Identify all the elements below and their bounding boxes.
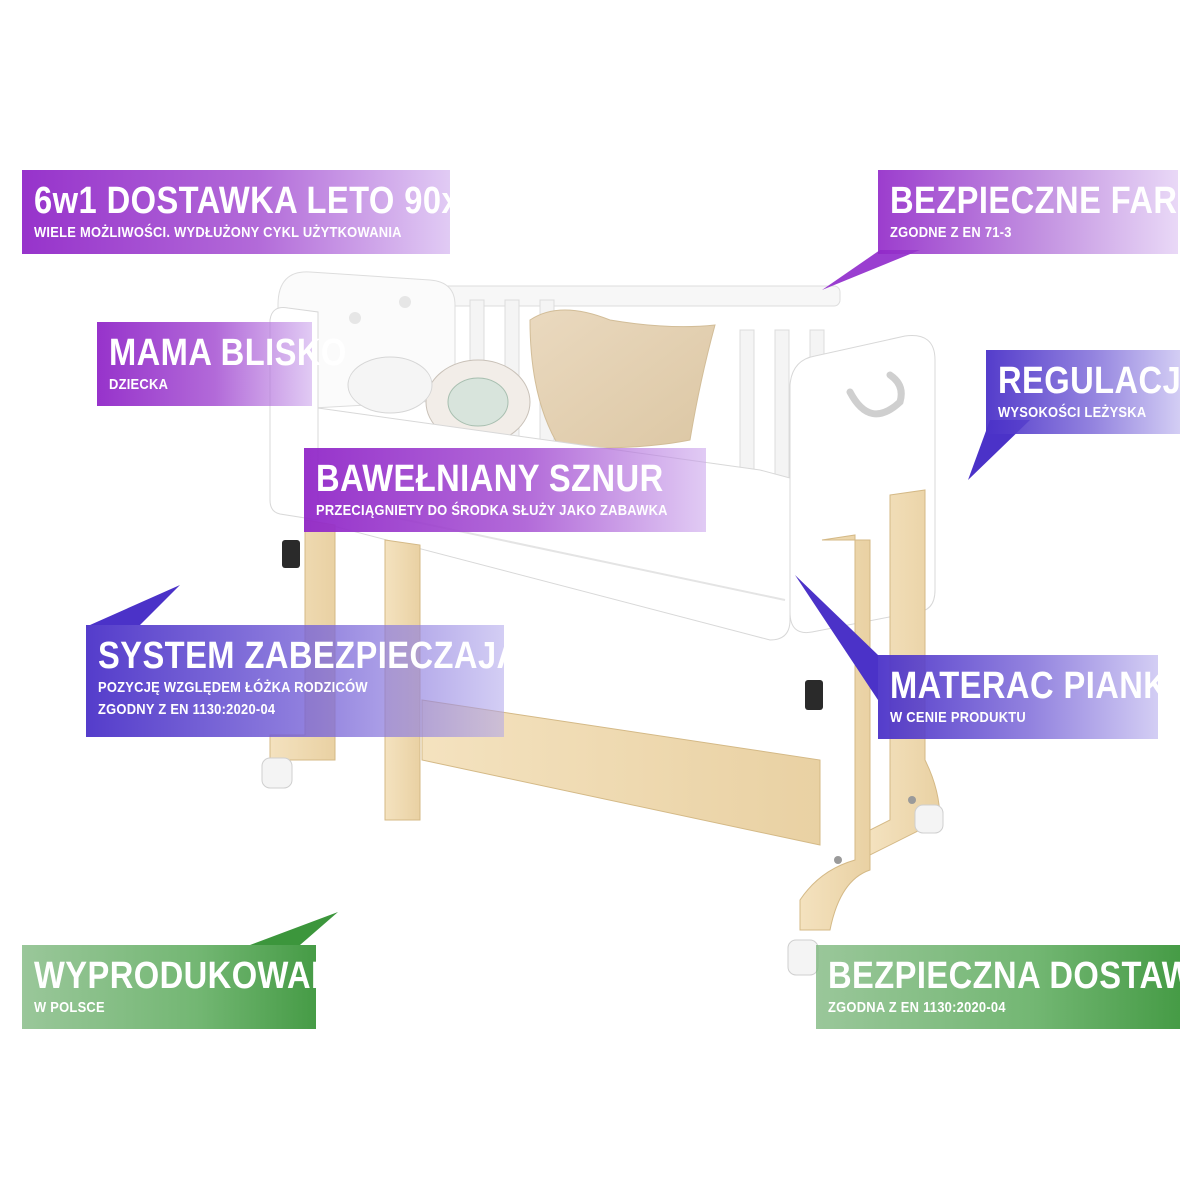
adjustment-title: REGULACJA [998, 360, 1200, 402]
mom-close-subtitle: DZIECKA [109, 376, 169, 393]
label-safe-cot: BEZPIECZNA DOSTAWKA ZGODNA Z EN 1130:202… [816, 945, 1200, 1029]
tail-made-in [250, 912, 338, 945]
product-subtitle: WIELE MOŻLIWOŚCI. WYDŁUŻONY CYKL UŻYTKOW… [34, 224, 402, 241]
safety-system-subtitle-1: POZYCJĘ WZGLĘDEM ŁÓŻKA RODZICÓW [98, 679, 368, 696]
safety-system-subtitle-2: ZGODNY Z EN 1130:2020-04 [98, 701, 276, 718]
made-in-subtitle: W POLSCE [34, 999, 105, 1016]
tail-adjustment [968, 420, 1030, 480]
label-paints: BEZPIECZNE FARBY ZGODNE Z EN 71-3 [878, 170, 1200, 254]
cord-title: BAWEŁNIANY SZNUR [316, 458, 664, 500]
safety-system-title: SYSTEM ZABEZPIECZAJĄCY [98, 635, 567, 677]
tail-mattress [795, 575, 878, 700]
safe-cot-title: BEZPIECZNA DOSTAWKA [828, 955, 1200, 997]
label-safety-system: SYSTEM ZABEZPIECZAJĄCY POZYCJĘ WZGLĘDEM … [86, 625, 567, 737]
pillow [529, 309, 716, 449]
safe-cot-subtitle: ZGODNA Z EN 1130:2020-04 [828, 999, 1006, 1016]
cord-subtitle: PRZECIĄGNIETY DO ŚRODKA SŁUŻY JAKO ZABAW… [316, 502, 668, 519]
mattress-subtitle: W CENIE PRODUKTU [890, 709, 1027, 726]
plush-toy [347, 356, 433, 414]
mom-close-title: MAMA BLISKO [109, 332, 347, 374]
safety-clip-right [805, 680, 823, 710]
paints-title: BEZPIECZNE FARBY [890, 180, 1200, 222]
mattress-title: MATERAC PIANKA [890, 665, 1192, 707]
tail-safety [90, 585, 180, 625]
label-mom-close: MAMA BLISKO DZIECKA [97, 322, 347, 406]
safety-clip-left [282, 540, 300, 568]
label-cord: BAWEŁNIANY SZNUR PRZECIĄGNIETY DO ŚRODKA… [304, 448, 706, 532]
product-title: 6w1 DOSTAWKA LETO 90x40 [34, 180, 498, 222]
label-adjustment: REGULACJA WYSOKOŚCI LEŻYSKA [986, 350, 1200, 434]
label-mattress: MATERAC PIANKA W CENIE PRODUKTU [878, 655, 1192, 739]
paints-subtitle: ZGODNE Z EN 71-3 [890, 224, 1012, 241]
tail-paints [822, 250, 920, 290]
made-in-title: WYPRODUKOWANO [34, 955, 361, 997]
adjustment-subtitle: WYSOKOŚCI LEŻYSKA [998, 404, 1147, 421]
cotton-rope [846, 371, 905, 418]
label-product: 6w1 DOSTAWKA LETO 90x40 WIELE MOŻLIWOŚCI… [22, 170, 498, 254]
label-made-in: WYPRODUKOWANO W POLSCE [22, 945, 361, 1029]
